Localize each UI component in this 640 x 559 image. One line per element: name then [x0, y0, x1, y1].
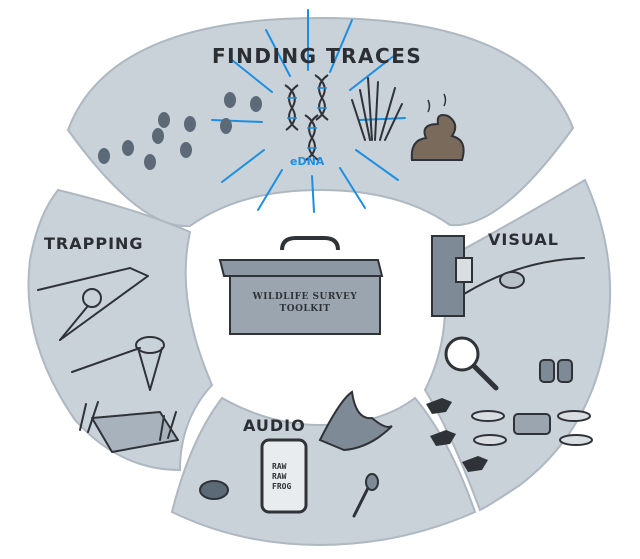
dna-helix-icon	[284, 74, 329, 161]
toolbox-icon	[218, 236, 384, 335]
visual-heading: VISUAL	[488, 230, 559, 249]
toolbox-label-line1: WILDLIFE SURVEY	[252, 292, 358, 302]
audio-heading: AUDIO	[243, 416, 306, 435]
mist-net-icon	[37, 267, 149, 341]
bat-icon	[318, 390, 393, 452]
trapping-heading: TRAPPING	[44, 234, 144, 253]
toolbox-label-line2: TOOLKIT	[279, 304, 331, 314]
trapping-segment	[27, 188, 214, 472]
frog-icon	[199, 480, 229, 500]
grass-tuft-icon	[351, 77, 403, 141]
finding-traces-heading: FINDING TRACES	[212, 44, 423, 68]
phone-icon	[260, 438, 308, 514]
butterfly-net-icon	[71, 336, 165, 391]
microphone-icon	[352, 473, 379, 518]
drone-icon	[471, 410, 593, 446]
binoculars-icon	[539, 359, 573, 383]
edna-burst	[211, 9, 406, 213]
scat-icon	[410, 93, 465, 161]
phone-text-line3: FROG	[272, 482, 292, 491]
footprints-icon	[98, 92, 262, 170]
phone-text-line1: RAW	[272, 462, 287, 471]
finding-traces-segment	[66, 16, 575, 228]
camera-trap-icon	[431, 235, 585, 317]
edna-label: eDNA	[290, 155, 325, 168]
horses-icon	[426, 398, 488, 472]
box-trap-icon	[79, 401, 179, 453]
phone-text-line2: RAW	[272, 472, 287, 481]
magnifying-glass-icon	[444, 336, 499, 391]
audio-segment	[170, 396, 477, 547]
